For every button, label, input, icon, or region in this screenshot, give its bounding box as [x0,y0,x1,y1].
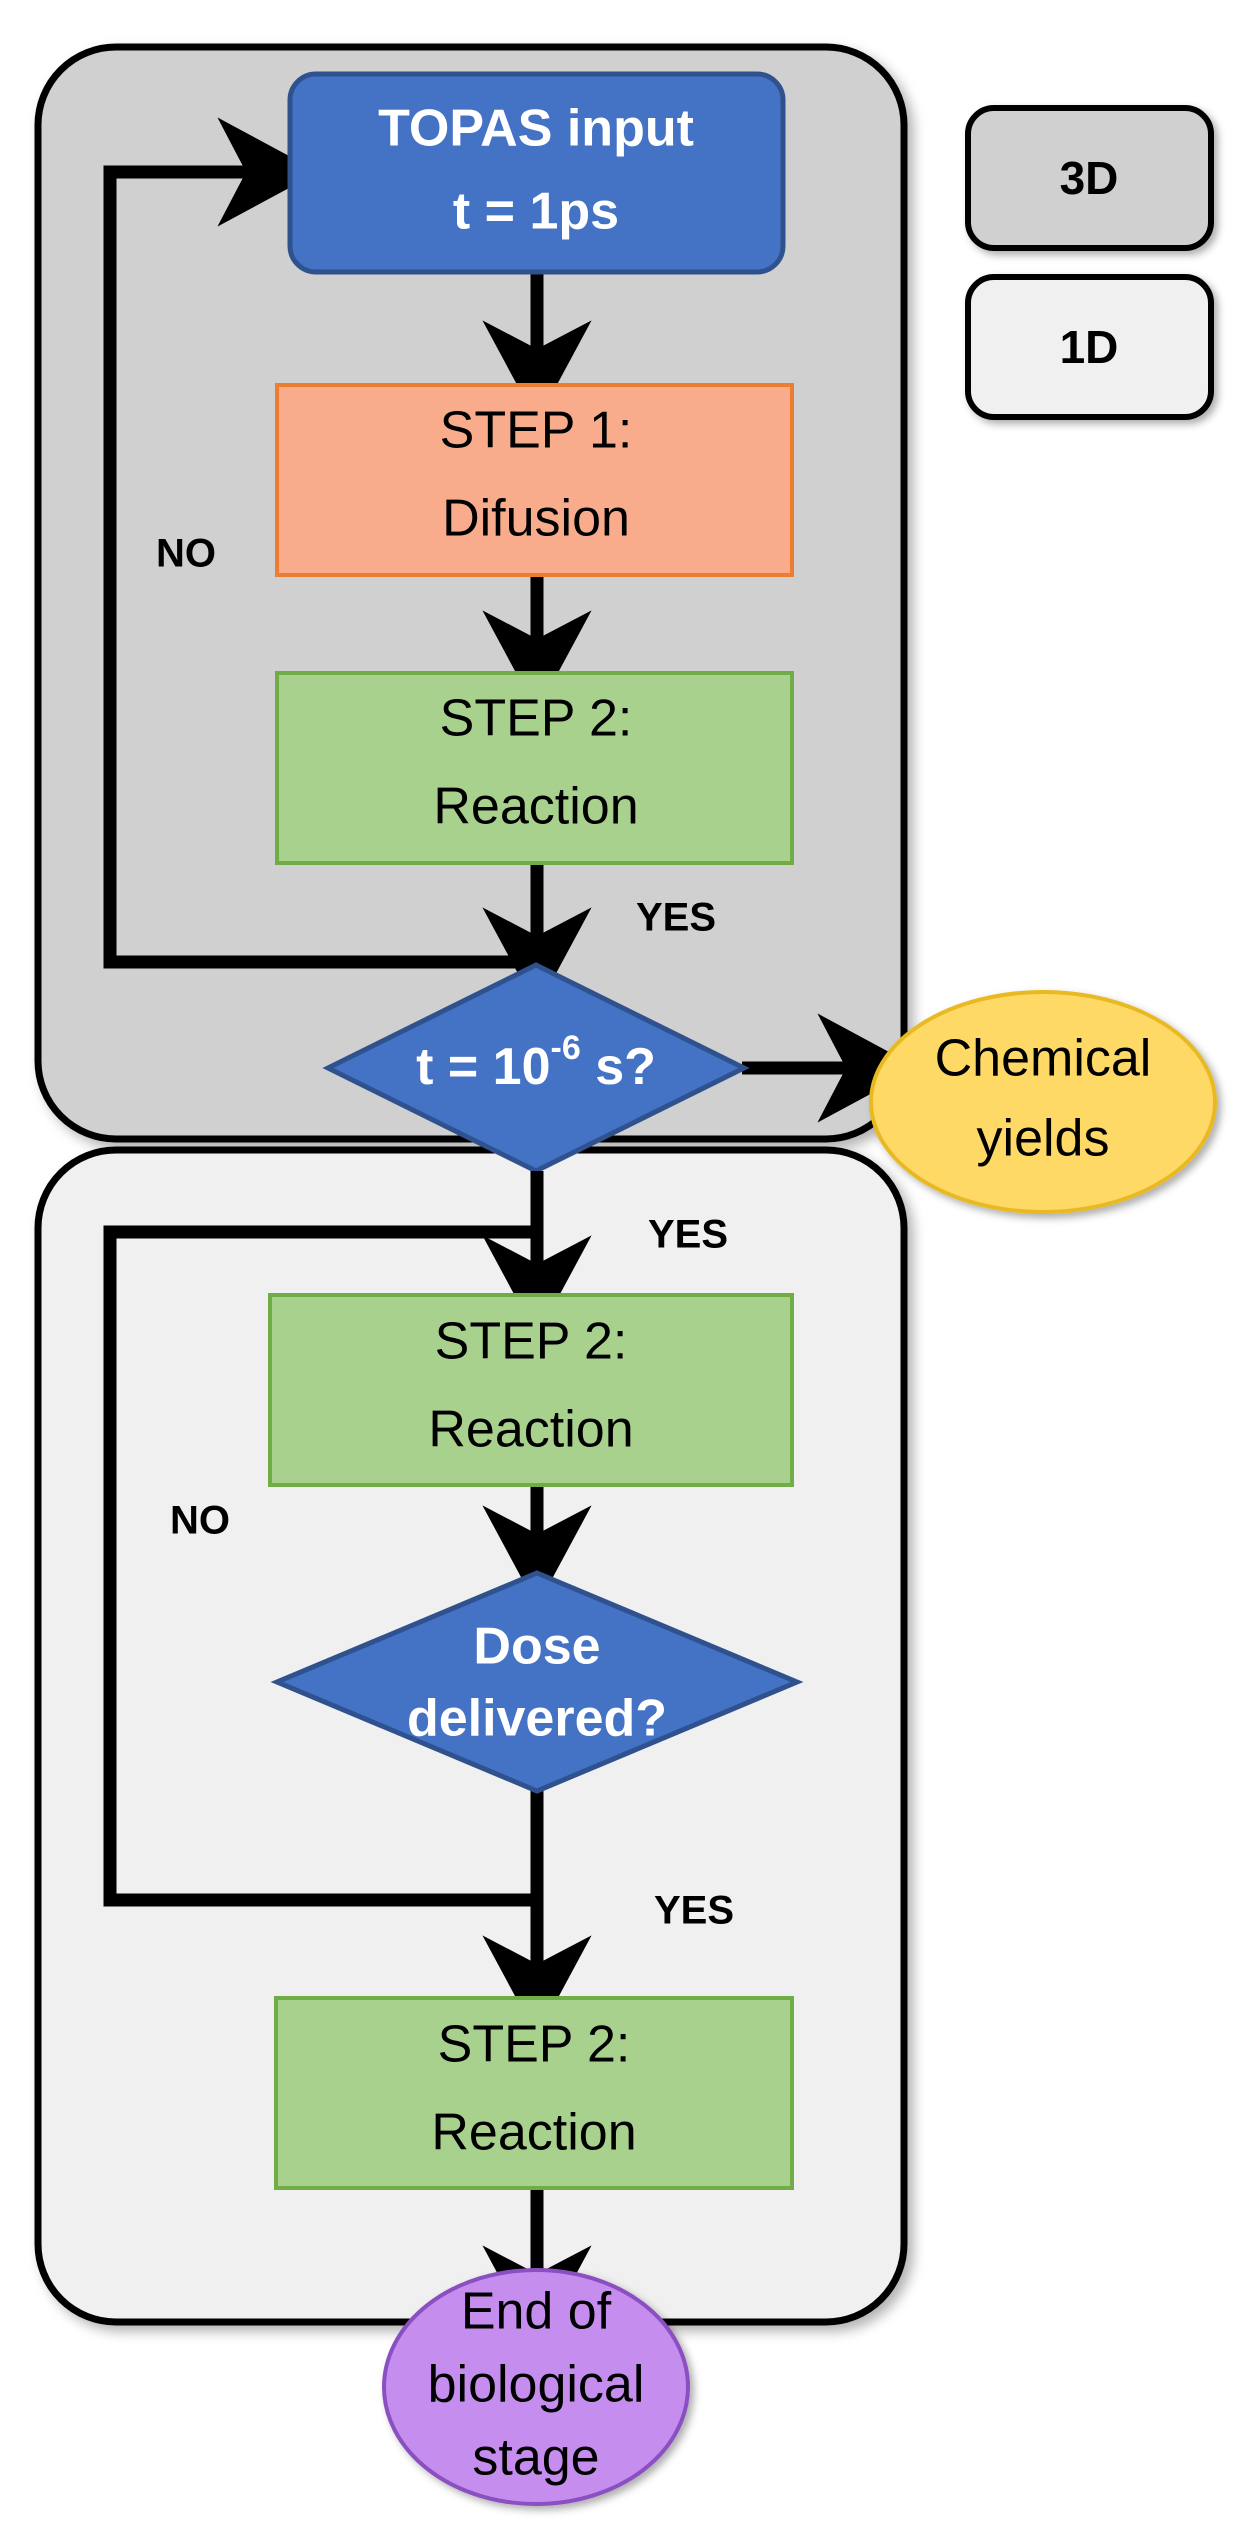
edge-label-no-chem: NO [156,532,216,576]
node-decision-time[interactable]: t = 10-6 s? [322,962,750,1174]
node-topas-input-line2: t = 1ps [453,183,619,241]
node-step2-chem-line2: Reaction [433,778,638,836]
node-chemical-yields-ellipse [869,990,1217,1214]
edge-label-no-bio: NO [170,1499,230,1543]
legend-1d-swatch [965,274,1214,420]
legend-3d-swatch [965,105,1214,251]
decision-time-suffix: s? [581,1038,656,1096]
node-step2-reaction-chem[interactable]: STEP 2: Reaction [275,671,794,865]
node-decision-dose[interactable]: Dose delivered? [270,1570,804,1794]
node-step2-bio2-line2: Reaction [431,2104,636,2162]
legend-1d-label: 1D [1060,321,1119,373]
node-step2-reaction-bio1[interactable]: STEP 2: Reaction [268,1293,794,1487]
legend-item-1d[interactable]: 1D [965,274,1214,420]
node-end-line2: biological [428,2356,645,2414]
node-step1-diffusion[interactable]: STEP 1: Difusion [275,383,794,577]
node-step1-line1: STEP 1: [440,402,633,460]
node-step2-bio1-line2: Reaction [428,1401,633,1459]
node-topas-input[interactable]: TOPAS input t = 1ps [287,71,786,275]
node-step2-bio1-box [268,1293,794,1487]
edge-label-yes-bio-top: YES [648,1213,728,1257]
node-step2-chem-line1: STEP 2: [440,690,633,748]
decision-time-exponent: -6 [551,1029,581,1067]
edge-labels: NO YES YES NO YES [156,532,734,1933]
node-topas-input-box [287,71,786,275]
node-decision-dose-diamond [270,1570,804,1794]
edge-no-loop-1d [103,1225,537,1907]
decision-time-prefix: t = 10 [416,1038,550,1096]
node-decision-time-label: t = 10-6 s? [416,1029,656,1096]
node-chemical-yields-line1: Chemical [935,1030,1152,1088]
node-step2-bio2-line1: STEP 2: [438,2016,631,2074]
node-decision-dose-line1: Dose [473,1618,600,1676]
node-step1-box [275,383,794,577]
node-end-biological-stage[interactable]: End of biological stage [382,2268,690,2506]
node-end-line1: End of [461,2283,612,2341]
legend: 3D 1D [965,105,1214,420]
edge-label-yes-chem-right: YES [636,896,716,940]
legend-item-3d[interactable]: 3D [965,105,1214,251]
node-decision-dose-line2: delivered? [407,1690,667,1748]
node-end-ellipse [382,2268,690,2506]
edges-3d [103,117,919,1123]
node-step2-chem-box [275,671,794,865]
node-step1-line2: Difusion [442,490,630,548]
node-step2-bio1-line1: STEP 2: [435,1313,628,1371]
node-chemical-yields-line2: yields [977,1110,1110,1168]
node-step2-reaction-bio2[interactable]: STEP 2: Reaction [274,1996,794,2190]
node-end-line3: stage [472,2429,599,2487]
legend-3d-label: 3D [1060,152,1119,204]
edge-label-yes-bio-bottom: YES [654,1889,734,1933]
node-topas-input-line1: TOPAS input [378,100,694,158]
edge-no-loop-3d [103,117,537,969]
node-chemical-yields[interactable]: Chemical yields [869,990,1217,1214]
node-step2-bio2-box [274,1996,794,2190]
